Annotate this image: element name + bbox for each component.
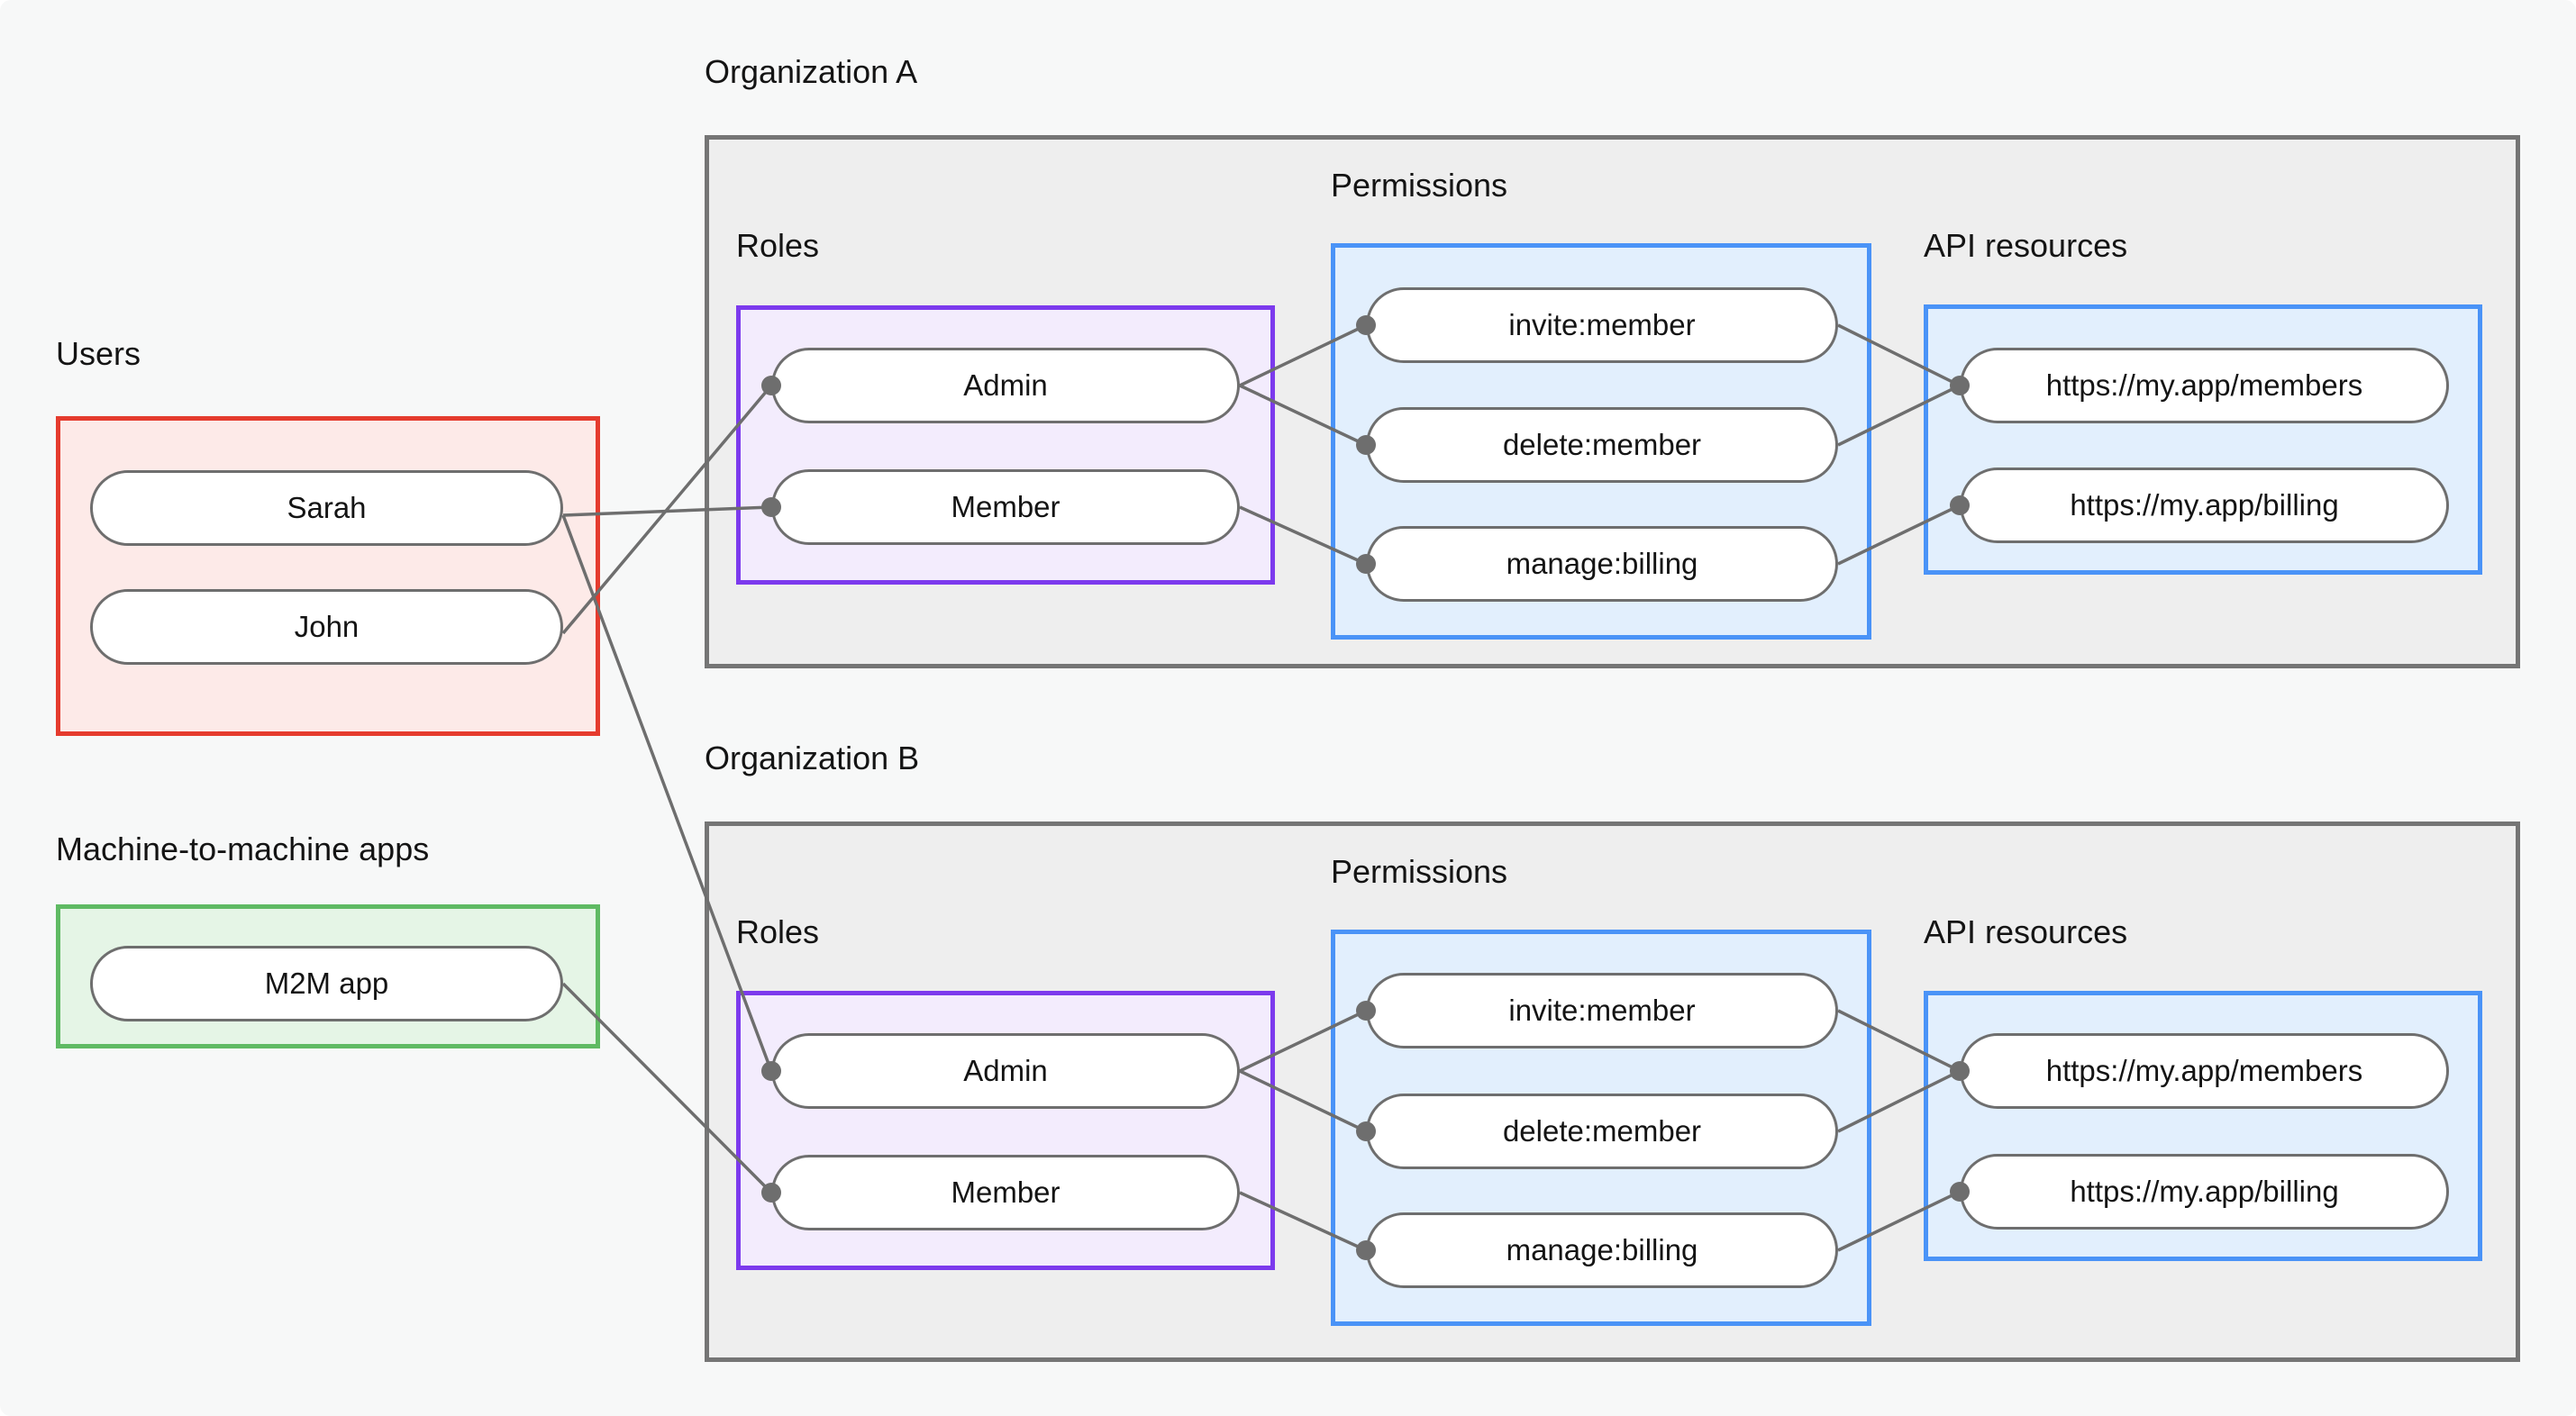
permission-node-a-delete-member[interactable]: delete:member — [1366, 407, 1838, 483]
role-node-a-admin[interactable]: Admin — [771, 348, 1240, 423]
permission-node-a-invite-member[interactable]: invite:member — [1366, 287, 1838, 363]
role-node-b-admin[interactable]: Admin — [771, 1033, 1240, 1109]
permission-node-b-delete-member[interactable]: delete:member — [1366, 1094, 1838, 1169]
api-resource-node-a-members[interactable]: https://my.app/members — [1960, 348, 2449, 423]
group-label-organization-b: Organization B — [705, 740, 920, 776]
api-resource-node-a-billing[interactable]: https://my.app/billing — [1960, 467, 2449, 543]
role-node-a-member[interactable]: Member — [771, 469, 1240, 545]
user-node-john[interactable]: John — [90, 589, 563, 665]
permission-node-a-manage-billing[interactable]: manage:billing — [1366, 526, 1838, 602]
permission-node-b-invite-member[interactable]: invite:member — [1366, 973, 1838, 1048]
group-label-permissions-b: Permissions — [1331, 853, 1508, 890]
permission-node-b-manage-billing[interactable]: manage:billing — [1366, 1212, 1838, 1288]
group-label-api-resources-a: API resources — [1924, 227, 2128, 264]
group-label-roles-a: Roles — [736, 227, 820, 264]
api-resource-node-b-billing[interactable]: https://my.app/billing — [1960, 1154, 2449, 1230]
role-node-b-member[interactable]: Member — [771, 1155, 1240, 1230]
m2m-app-node[interactable]: M2M app — [90, 946, 563, 1021]
group-label-users: Users — [56, 335, 141, 372]
group-label-organization-a: Organization A — [705, 53, 918, 90]
users-container — [56, 416, 600, 736]
group-label-permissions-a: Permissions — [1331, 167, 1508, 204]
group-label-api-resources-b: API resources — [1924, 913, 2128, 950]
user-node-sarah[interactable]: Sarah — [90, 470, 563, 546]
group-label-m2m-apps: Machine-to-machine apps — [56, 831, 430, 867]
api-resource-node-b-members[interactable]: https://my.app/members — [1960, 1033, 2449, 1109]
group-label-roles-b: Roles — [736, 913, 820, 950]
